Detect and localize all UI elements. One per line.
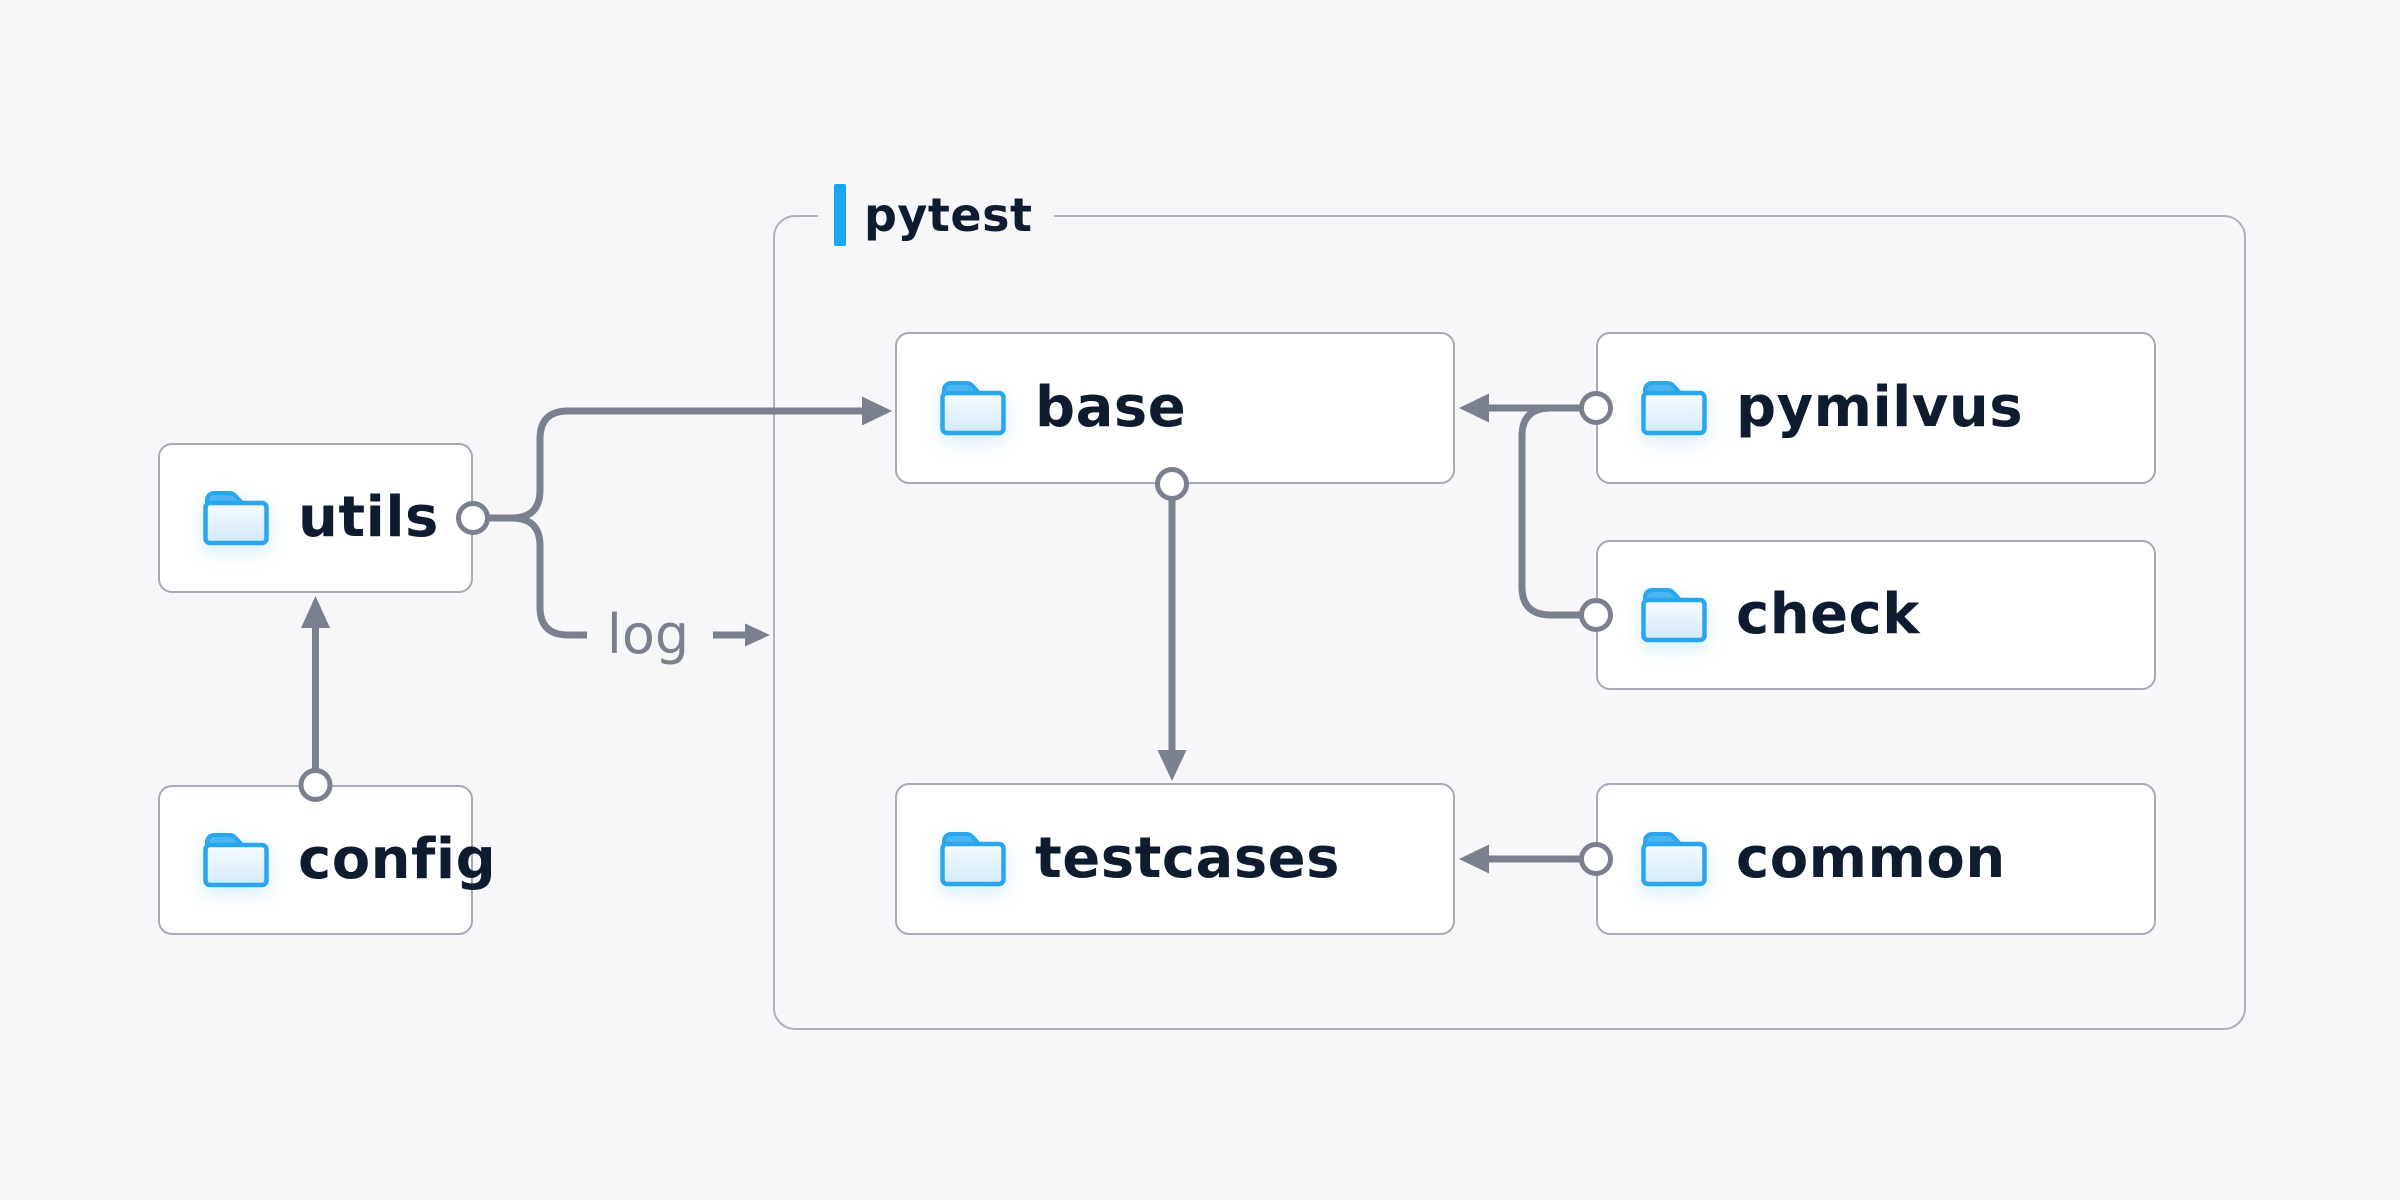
node-base: base [895, 332, 1455, 484]
node-label: common [1736, 826, 2006, 891]
folder-icon [200, 488, 272, 548]
edge-label-log: log [606, 603, 690, 666]
accent-bar [834, 184, 846, 246]
node-label: config [298, 827, 497, 892]
folder-icon [1638, 378, 1710, 438]
edge-config-utils [298, 596, 333, 802]
folder-icon [1638, 585, 1710, 645]
node-label: testcases [1035, 826, 1340, 891]
node-config: config [158, 785, 496, 935]
node-testcases: testcases [895, 783, 1455, 935]
pytest-group-legend: pytest [818, 183, 1055, 247]
folder-icon [200, 830, 272, 890]
node-utils: utils [158, 443, 473, 593]
folder-icon [1638, 829, 1710, 889]
node-label: check [1736, 582, 1920, 647]
node-label: utils [298, 485, 439, 550]
group-label: pytest [864, 188, 1033, 242]
node-label: pymilvus [1736, 375, 2024, 440]
node-label: base [1035, 375, 1187, 440]
folder-icon [937, 378, 1009, 438]
node-check: check [1596, 540, 2156, 690]
folder-icon [937, 829, 1009, 889]
node-pymilvus: pymilvus [1596, 332, 2156, 484]
pytest-group [773, 215, 2246, 1030]
node-common: common [1596, 783, 2156, 935]
